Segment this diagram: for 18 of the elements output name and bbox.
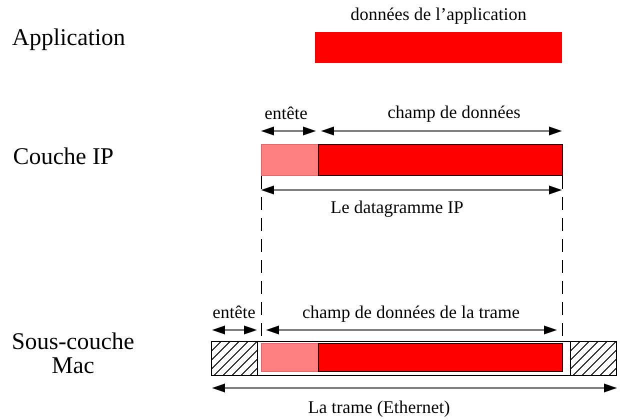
bar-caption: données de l’application <box>350 4 526 24</box>
layer-label: Sous-couche Mac <box>10 330 136 378</box>
hatched-header-block <box>212 342 258 375</box>
ip-header-bar <box>261 343 319 372</box>
application-data-bar <box>315 32 562 63</box>
hatched-trailer-block <box>570 342 616 375</box>
ip-data-bar <box>318 343 563 372</box>
dimension-label: champ de données de la trame <box>302 302 520 322</box>
dimension-label: La trame (Ethernet) <box>308 397 450 417</box>
layer-label: Application <box>12 26 126 50</box>
dimension-label: entête <box>212 302 256 322</box>
ip-data-bar <box>318 144 563 176</box>
dimension-label: champ de données <box>388 102 520 122</box>
dimension-label: Le datagramme IP <box>330 197 464 217</box>
dimension-label: entête <box>264 103 308 123</box>
frame-bar <box>211 341 617 376</box>
layer-label: Couche IP <box>13 145 114 169</box>
ip-header-bar <box>261 144 319 176</box>
